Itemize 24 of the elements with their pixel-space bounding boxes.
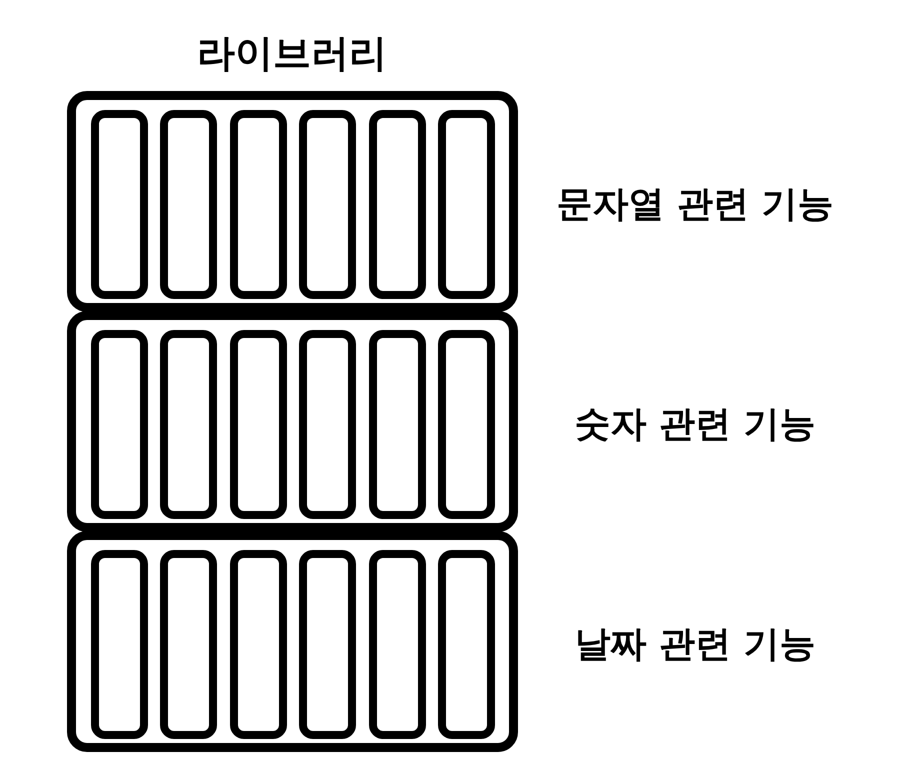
shelf-label: 문자열 관련 기능 [556,184,834,224]
shelf-frame [67,91,518,312]
diagram-title: 라이브러리 [197,33,387,75]
book-slot [299,330,356,519]
book-slot [299,110,356,299]
shelf-label: 숫자 관련 기능 [574,404,816,444]
book-slot [438,110,495,299]
book-slot [438,550,495,739]
shelf-label: 날짜 관련 기능 [574,624,816,664]
book-slot [368,330,426,519]
book-slot [160,550,218,739]
book-slot [91,330,148,519]
book-slot [160,110,218,299]
book-slot [91,110,148,299]
book-slot [368,110,426,299]
book-slot [230,330,287,519]
book-slot [230,110,287,299]
shelf-frame [67,531,518,752]
book-slot [91,550,148,739]
book-slot [230,550,287,739]
book-slot [368,550,426,739]
book-slot [299,550,356,739]
book-slot [438,330,495,519]
book-slot [160,330,218,519]
